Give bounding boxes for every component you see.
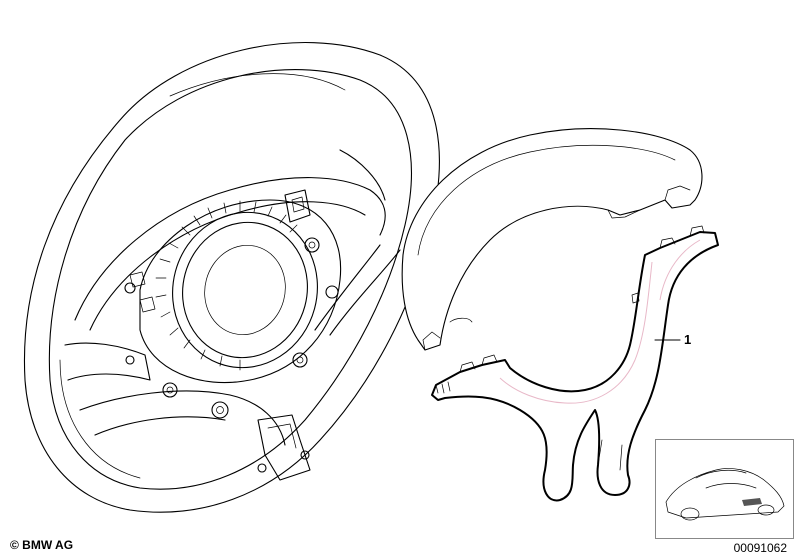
diagram-number: 00091062 bbox=[733, 541, 787, 555]
car-outline-icon bbox=[665, 468, 785, 521]
copyright-label: © BMW AG bbox=[10, 538, 74, 552]
steering-wheel bbox=[23, 41, 440, 513]
part-callout-number: 1 bbox=[684, 332, 692, 347]
trim-cover-part-1 bbox=[431, 225, 719, 502]
vehicle-thumbnail bbox=[655, 439, 794, 539]
spoke-cover-shell bbox=[401, 128, 703, 351]
